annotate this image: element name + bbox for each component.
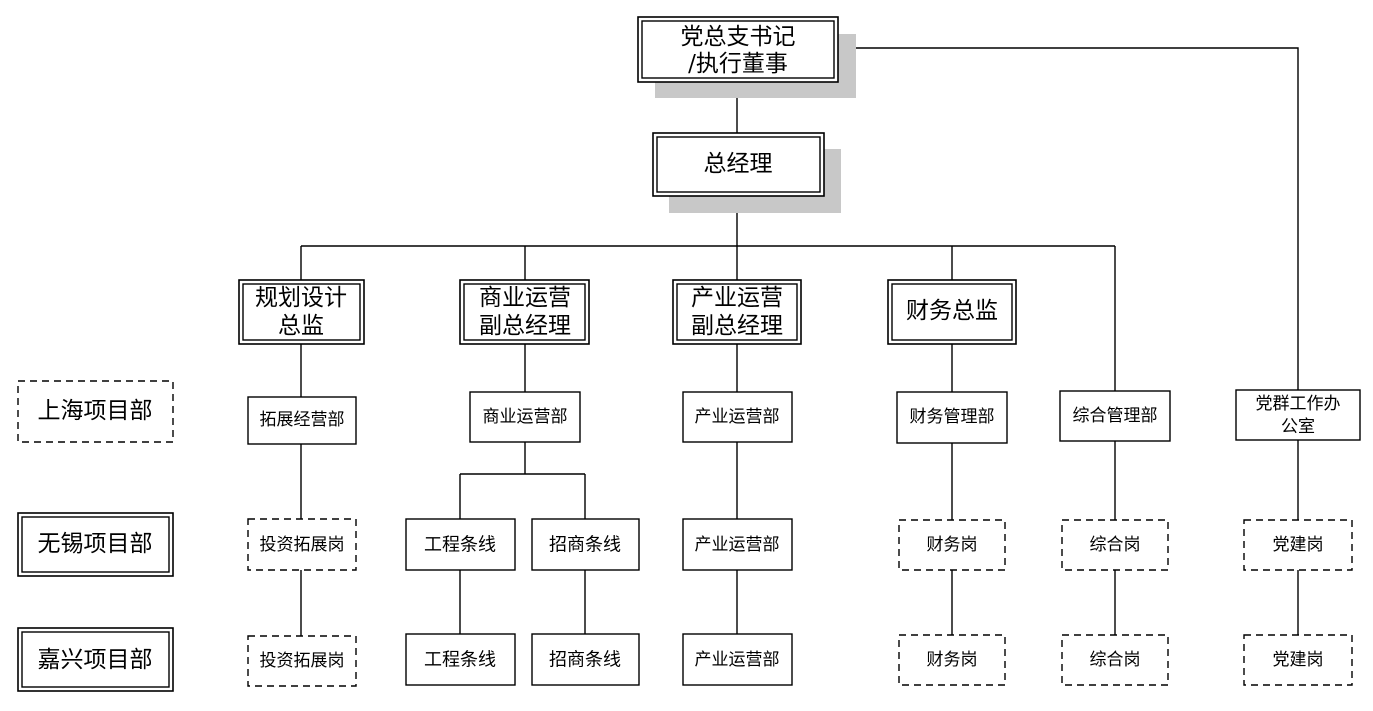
investment-line-1-label: 招商条线 bbox=[549, 535, 621, 556]
project-jiaxing-label: 嘉兴项目部 bbox=[38, 647, 153, 673]
finance-dept-label: 财务管理部 bbox=[910, 407, 995, 427]
general-manager-label: 总经理 bbox=[704, 151, 773, 177]
node-planning-director: 规划设计 总监 bbox=[238, 279, 365, 345]
industry-dept-3-label: 产业运营部 bbox=[695, 650, 780, 670]
commercial-vp-line-2: 副总经理 bbox=[479, 313, 571, 339]
admin-dept-label: 综合管理部 bbox=[1073, 406, 1158, 426]
node-commercial-vp: 商业运营 副总经理 bbox=[459, 279, 590, 345]
node-admin-dept: 综合管理部 bbox=[1059, 390, 1171, 442]
party-secretary-line-1: 党总支书记 bbox=[681, 24, 796, 50]
investment-post-1-label: 投资拓展岗 bbox=[260, 535, 345, 555]
party-secretary-line-2: /执行董事 bbox=[688, 51, 788, 77]
node-engineering-line-1: 工程条线 bbox=[405, 518, 516, 571]
project-jiaxing: 嘉兴项目部 bbox=[17, 627, 174, 692]
engineering-line-2-label: 工程条线 bbox=[424, 650, 496, 671]
node-commercial-dept: 商业运营部 bbox=[469, 391, 581, 443]
node-general-manager: 总经理 bbox=[652, 132, 825, 197]
commercial-dept-label: 商业运营部 bbox=[483, 407, 568, 427]
admin-post-2-label: 综合岗 bbox=[1090, 650, 1141, 670]
connectors bbox=[300, 47, 1299, 636]
node-investment-post-1: 投资拓展岗 bbox=[247, 518, 357, 571]
expansion-dept-label: 拓展经营部 bbox=[260, 410, 345, 430]
planning-director-line-2: 总监 bbox=[278, 313, 324, 339]
commercial-vp-line-1: 商业运营 bbox=[479, 285, 571, 311]
project-wuxi-label: 无锡项目部 bbox=[38, 531, 153, 557]
industry-vp-line-2: 副总经理 bbox=[691, 313, 783, 339]
connector-secretary-party-office bbox=[838, 47, 1299, 390]
node-investment-line-1: 招商条线 bbox=[531, 518, 640, 571]
project-wuxi: 无锡项目部 bbox=[17, 512, 174, 577]
node-party-post-1: 党建岗 bbox=[1243, 519, 1353, 571]
party-post-2-label: 党建岗 bbox=[1273, 650, 1324, 670]
planning-director-line-1: 规划设计 bbox=[255, 285, 347, 311]
industry-dept-1-label: 产业运营部 bbox=[695, 407, 780, 427]
finance-post-2-label: 财务岗 bbox=[927, 650, 978, 670]
node-industry-dept-1: 产业运营部 bbox=[682, 391, 793, 443]
node-investment-post-2: 投资拓展岗 bbox=[247, 635, 357, 687]
node-finance-post-2: 财务岗 bbox=[898, 634, 1006, 686]
party-office-line-1: 党群工作办 bbox=[1256, 394, 1341, 414]
finance-director-label: 财务总监 bbox=[906, 298, 998, 324]
admin-post-1-label: 综合岗 bbox=[1090, 535, 1141, 555]
node-industry-dept-2: 产业运营部 bbox=[682, 518, 793, 571]
party-office-line-2: 公室 bbox=[1281, 417, 1315, 437]
industry-vp-line-1: 产业运营 bbox=[691, 285, 783, 311]
industry-dept-2-label: 产业运营部 bbox=[695, 535, 780, 555]
node-admin-post-1: 综合岗 bbox=[1061, 519, 1169, 571]
node-admin-post-2: 综合岗 bbox=[1061, 634, 1169, 686]
node-party-office: 党群工作办 公室 bbox=[1235, 389, 1361, 441]
node-expansion-dept: 拓展经营部 bbox=[247, 396, 357, 445]
node-industry-dept-3: 产业运营部 bbox=[682, 633, 793, 686]
node-finance-post-1: 财务岗 bbox=[898, 519, 1006, 571]
party-post-1-label: 党建岗 bbox=[1273, 535, 1324, 555]
finance-post-1-label: 财务岗 bbox=[927, 535, 978, 555]
node-party-secretary: 党总支书记 /执行董事 bbox=[637, 16, 839, 83]
node-industry-vp: 产业运营 副总经理 bbox=[672, 279, 802, 345]
node-party-post-2: 党建岗 bbox=[1243, 634, 1353, 686]
node-engineering-line-2: 工程条线 bbox=[405, 633, 516, 686]
project-shanghai: 上海项目部 bbox=[17, 380, 174, 443]
project-shanghai-label: 上海项目部 bbox=[38, 398, 153, 424]
node-investment-line-2: 招商条线 bbox=[531, 633, 640, 686]
investment-post-2-label: 投资拓展岗 bbox=[260, 651, 345, 671]
engineering-line-1-label: 工程条线 bbox=[424, 535, 496, 556]
node-finance-director: 财务总监 bbox=[887, 279, 1017, 345]
investment-line-2-label: 招商条线 bbox=[549, 650, 621, 671]
node-finance-dept: 财务管理部 bbox=[896, 391, 1008, 444]
